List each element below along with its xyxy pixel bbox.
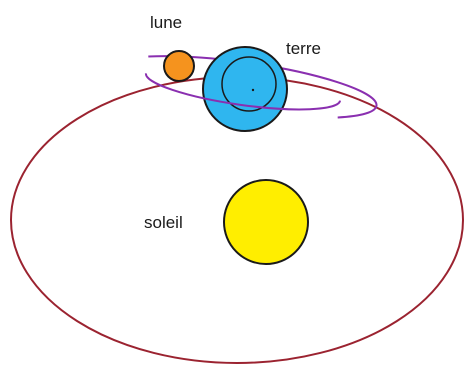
moon	[164, 51, 194, 81]
earth-label: terre	[286, 39, 321, 58]
earth-center-dot	[252, 89, 254, 91]
sun	[224, 180, 308, 264]
moon-label: lune	[150, 13, 182, 32]
sun-label: soleil	[144, 213, 183, 232]
earth	[203, 47, 287, 131]
